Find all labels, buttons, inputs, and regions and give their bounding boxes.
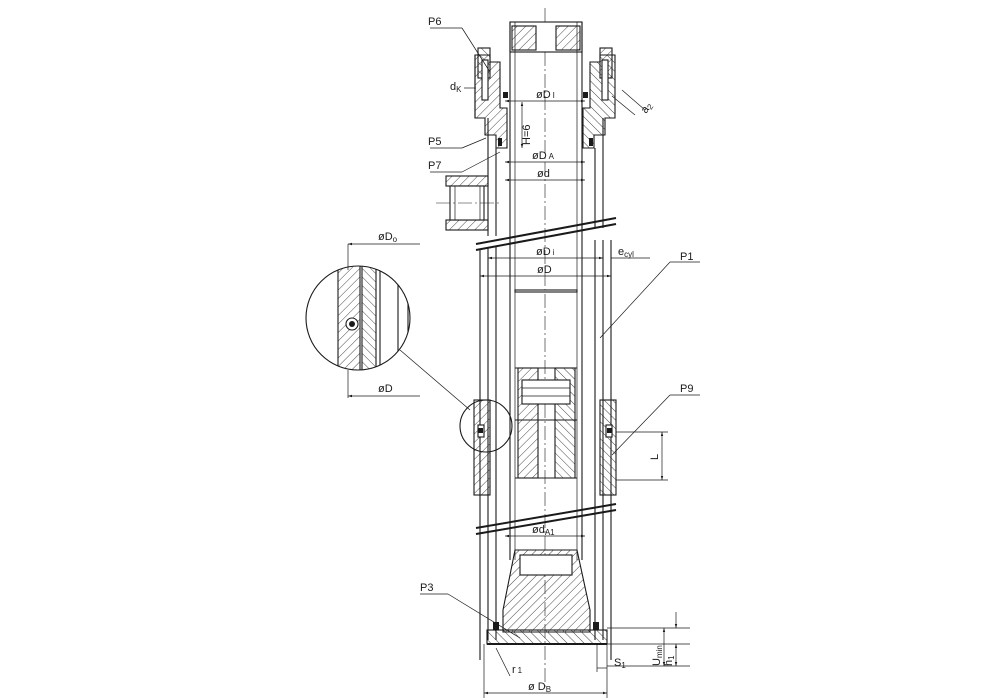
collar-right — [599, 399, 617, 496]
label-p1: P1 — [680, 251, 693, 263]
label-s1: S1 — [614, 657, 626, 670]
label-do: øDo — [378, 231, 398, 244]
hydraulic-port — [436, 175, 500, 231]
label-dk: dK — [450, 81, 462, 94]
detail-circle — [305, 265, 471, 411]
cylinder-head-left — [474, 47, 508, 149]
piston-assembly — [514, 289, 578, 479]
label-h6: H=6 — [521, 125, 533, 146]
label-p5: P5 — [428, 136, 441, 148]
label-d-small: ød — [537, 168, 550, 180]
label-l: L — [649, 454, 661, 460]
rod-seal-right — [583, 92, 588, 98]
cylinder-head-right — [582, 47, 616, 149]
bottom-plug — [486, 549, 608, 645]
dimensions — [347, 89, 690, 698]
break-lines — [475, 217, 617, 535]
label-a2: a2 — [639, 100, 656, 117]
label-p9: P9 — [680, 383, 693, 395]
label-d-detail: øD — [378, 383, 393, 395]
label-db: ø DB — [528, 681, 551, 694]
label-umin: Umin — [651, 645, 664, 666]
label-h1: h1 — [663, 655, 676, 666]
label-p6: P6 — [428, 16, 441, 28]
label-p3: P3 — [420, 582, 433, 594]
label-p7: P7 — [428, 160, 441, 172]
detail-origin-circle — [459, 399, 513, 453]
rod-seal-left — [503, 92, 508, 98]
label-d-outer: øD — [537, 264, 552, 276]
label-ecyl: ecyl — [618, 246, 634, 259]
label-da1: ødA1 — [532, 524, 555, 537]
leader-lines — [420, 27, 700, 639]
collar-left — [473, 399, 491, 496]
